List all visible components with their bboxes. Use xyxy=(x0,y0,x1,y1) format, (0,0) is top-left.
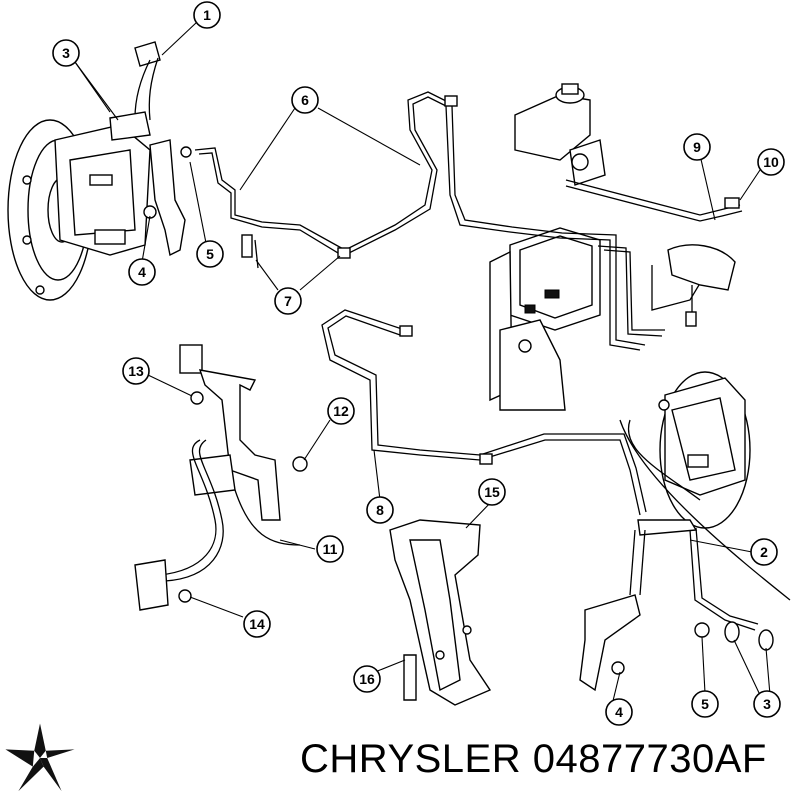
svg-text:13: 13 xyxy=(128,363,144,379)
callout-5-upper: 5 xyxy=(196,240,224,268)
callout-9: 9 xyxy=(683,133,711,161)
pentastar-logo-icon xyxy=(5,723,75,792)
front-right-hose xyxy=(579,419,791,692)
svg-text:1: 1 xyxy=(203,7,211,23)
svg-text:3: 3 xyxy=(763,696,771,712)
callout-4-lower: 4 xyxy=(605,698,633,726)
svg-text:2: 2 xyxy=(760,544,768,560)
callout-3-upper: 3 xyxy=(52,39,80,67)
svg-text:15: 15 xyxy=(484,484,500,500)
svg-text:11: 11 xyxy=(323,541,338,557)
svg-text:7: 7 xyxy=(284,293,292,309)
front-right-rotor-caliper xyxy=(658,371,751,529)
callout-7: 7 xyxy=(274,287,302,315)
front-left-hose-assembly xyxy=(109,41,192,257)
svg-text:12: 12 xyxy=(333,403,349,419)
svg-text:10: 10 xyxy=(763,154,779,170)
rear-sensor-bracket-assembly xyxy=(134,344,308,611)
svg-text:5: 5 xyxy=(206,246,214,262)
callout-16: 16 xyxy=(353,665,381,693)
callout-10: 10 xyxy=(757,148,785,176)
callout-4-upper: 4 xyxy=(128,258,156,286)
callout-13: 13 xyxy=(122,357,150,385)
callout-3-lower: 3 xyxy=(753,690,781,718)
callout-14: 14 xyxy=(243,610,271,638)
callout-11: 11 xyxy=(316,535,344,563)
master-cylinder-reservoir xyxy=(514,83,606,186)
callout-8: 8 xyxy=(366,496,394,524)
svg-text:16: 16 xyxy=(359,671,375,687)
brake-tubes-abs-feed xyxy=(445,105,743,351)
svg-text:9: 9 xyxy=(693,139,701,155)
svg-text:14: 14 xyxy=(249,616,265,632)
callout-6: 6 xyxy=(291,86,319,114)
svg-text:4: 4 xyxy=(615,704,623,720)
callout-1: 1 xyxy=(193,1,221,29)
callout-15: 15 xyxy=(478,478,506,506)
callout-12: 12 xyxy=(327,397,355,425)
abs-hydraulic-unit xyxy=(489,227,601,411)
leader-lines xyxy=(74,21,771,706)
svg-text:5: 5 xyxy=(701,696,709,712)
rear-hose-bracket xyxy=(667,197,740,327)
center-support-bracket xyxy=(389,519,492,706)
part-number-caption: CHRYSLER 04877730AF xyxy=(300,737,767,781)
svg-text:3: 3 xyxy=(62,45,70,61)
callout-2: 2 xyxy=(750,538,778,566)
svg-text:8: 8 xyxy=(376,502,384,518)
svg-text:4: 4 xyxy=(138,264,146,280)
brake-tube-upper xyxy=(194,91,458,269)
svg-text:6: 6 xyxy=(301,92,309,108)
brake-tube-lower xyxy=(321,309,647,516)
callout-5-lower: 5 xyxy=(691,690,719,718)
